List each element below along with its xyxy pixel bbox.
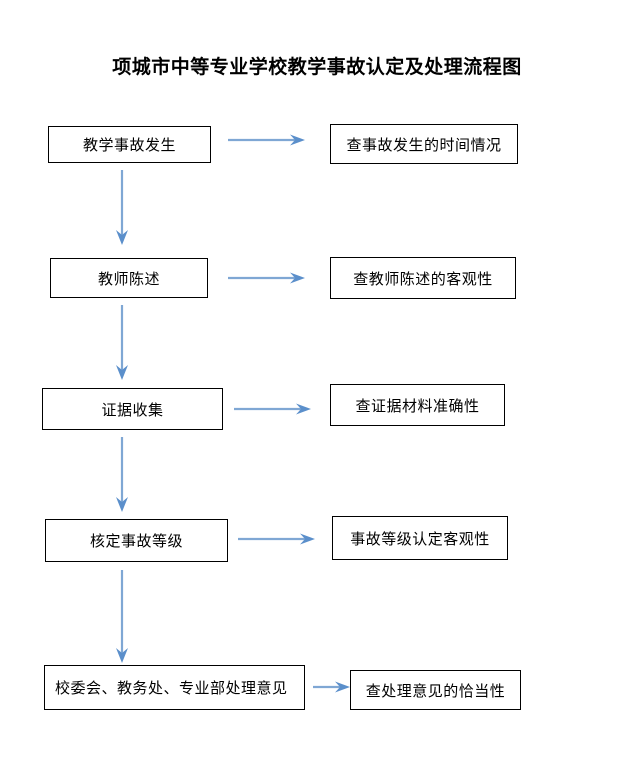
process-box-3-left: 证据收集	[42, 388, 223, 430]
arrow-right-3	[234, 402, 314, 416]
arrow-right-1	[228, 133, 308, 147]
check-box-5-right: 查处理意见的恰当性	[350, 670, 521, 710]
arrow-down-4	[113, 570, 131, 666]
check-box-4-right-label: 事故等级认定客观性	[350, 529, 490, 548]
arrow-down-2	[113, 305, 131, 383]
arrow-down-3	[113, 437, 131, 515]
check-box-1-right-label: 查事故发生的时间情况	[346, 135, 502, 154]
process-box-2-left: 教师陈述	[50, 258, 208, 298]
process-box-4-left-label: 核定事故等级	[89, 532, 183, 550]
process-box-5-left: 校委会、教务处、专业部处理意见	[44, 665, 305, 710]
process-box-2-left-label: 教师陈述	[97, 269, 160, 288]
process-box-4-left: 核定事故等级	[45, 519, 228, 562]
check-box-4-right: 事故等级认定客观性	[332, 516, 508, 560]
check-box-5-right-label: 查处理意见的恰当性	[365, 681, 506, 700]
check-box-2-right: 查教师陈述的客观性	[330, 257, 516, 299]
arrow-right-2	[228, 271, 308, 285]
check-box-2-right-label: 查教师陈述的客观性	[353, 269, 493, 288]
page-title: 项城市中等专业学校教学事故认定及处理流程图	[112, 56, 522, 78]
process-box-3-left-label: 证据收集	[101, 400, 164, 419]
process-box-1-left-label: 教学事故发生	[82, 136, 176, 154]
check-box-3-right: 查证据材料准确性	[330, 384, 505, 426]
check-box-3-right-label: 查证据材料准确性	[355, 396, 480, 415]
process-box-5-left-label: 校委会、教务处、专业部处理意见	[55, 679, 288, 697]
arrow-right-5	[313, 680, 353, 694]
arrow-right-4	[238, 532, 318, 546]
arrow-down-1	[113, 170, 131, 248]
check-box-1-right: 查事故发生的时间情况	[330, 124, 518, 164]
process-box-1-left: 教学事故发生	[48, 126, 211, 163]
